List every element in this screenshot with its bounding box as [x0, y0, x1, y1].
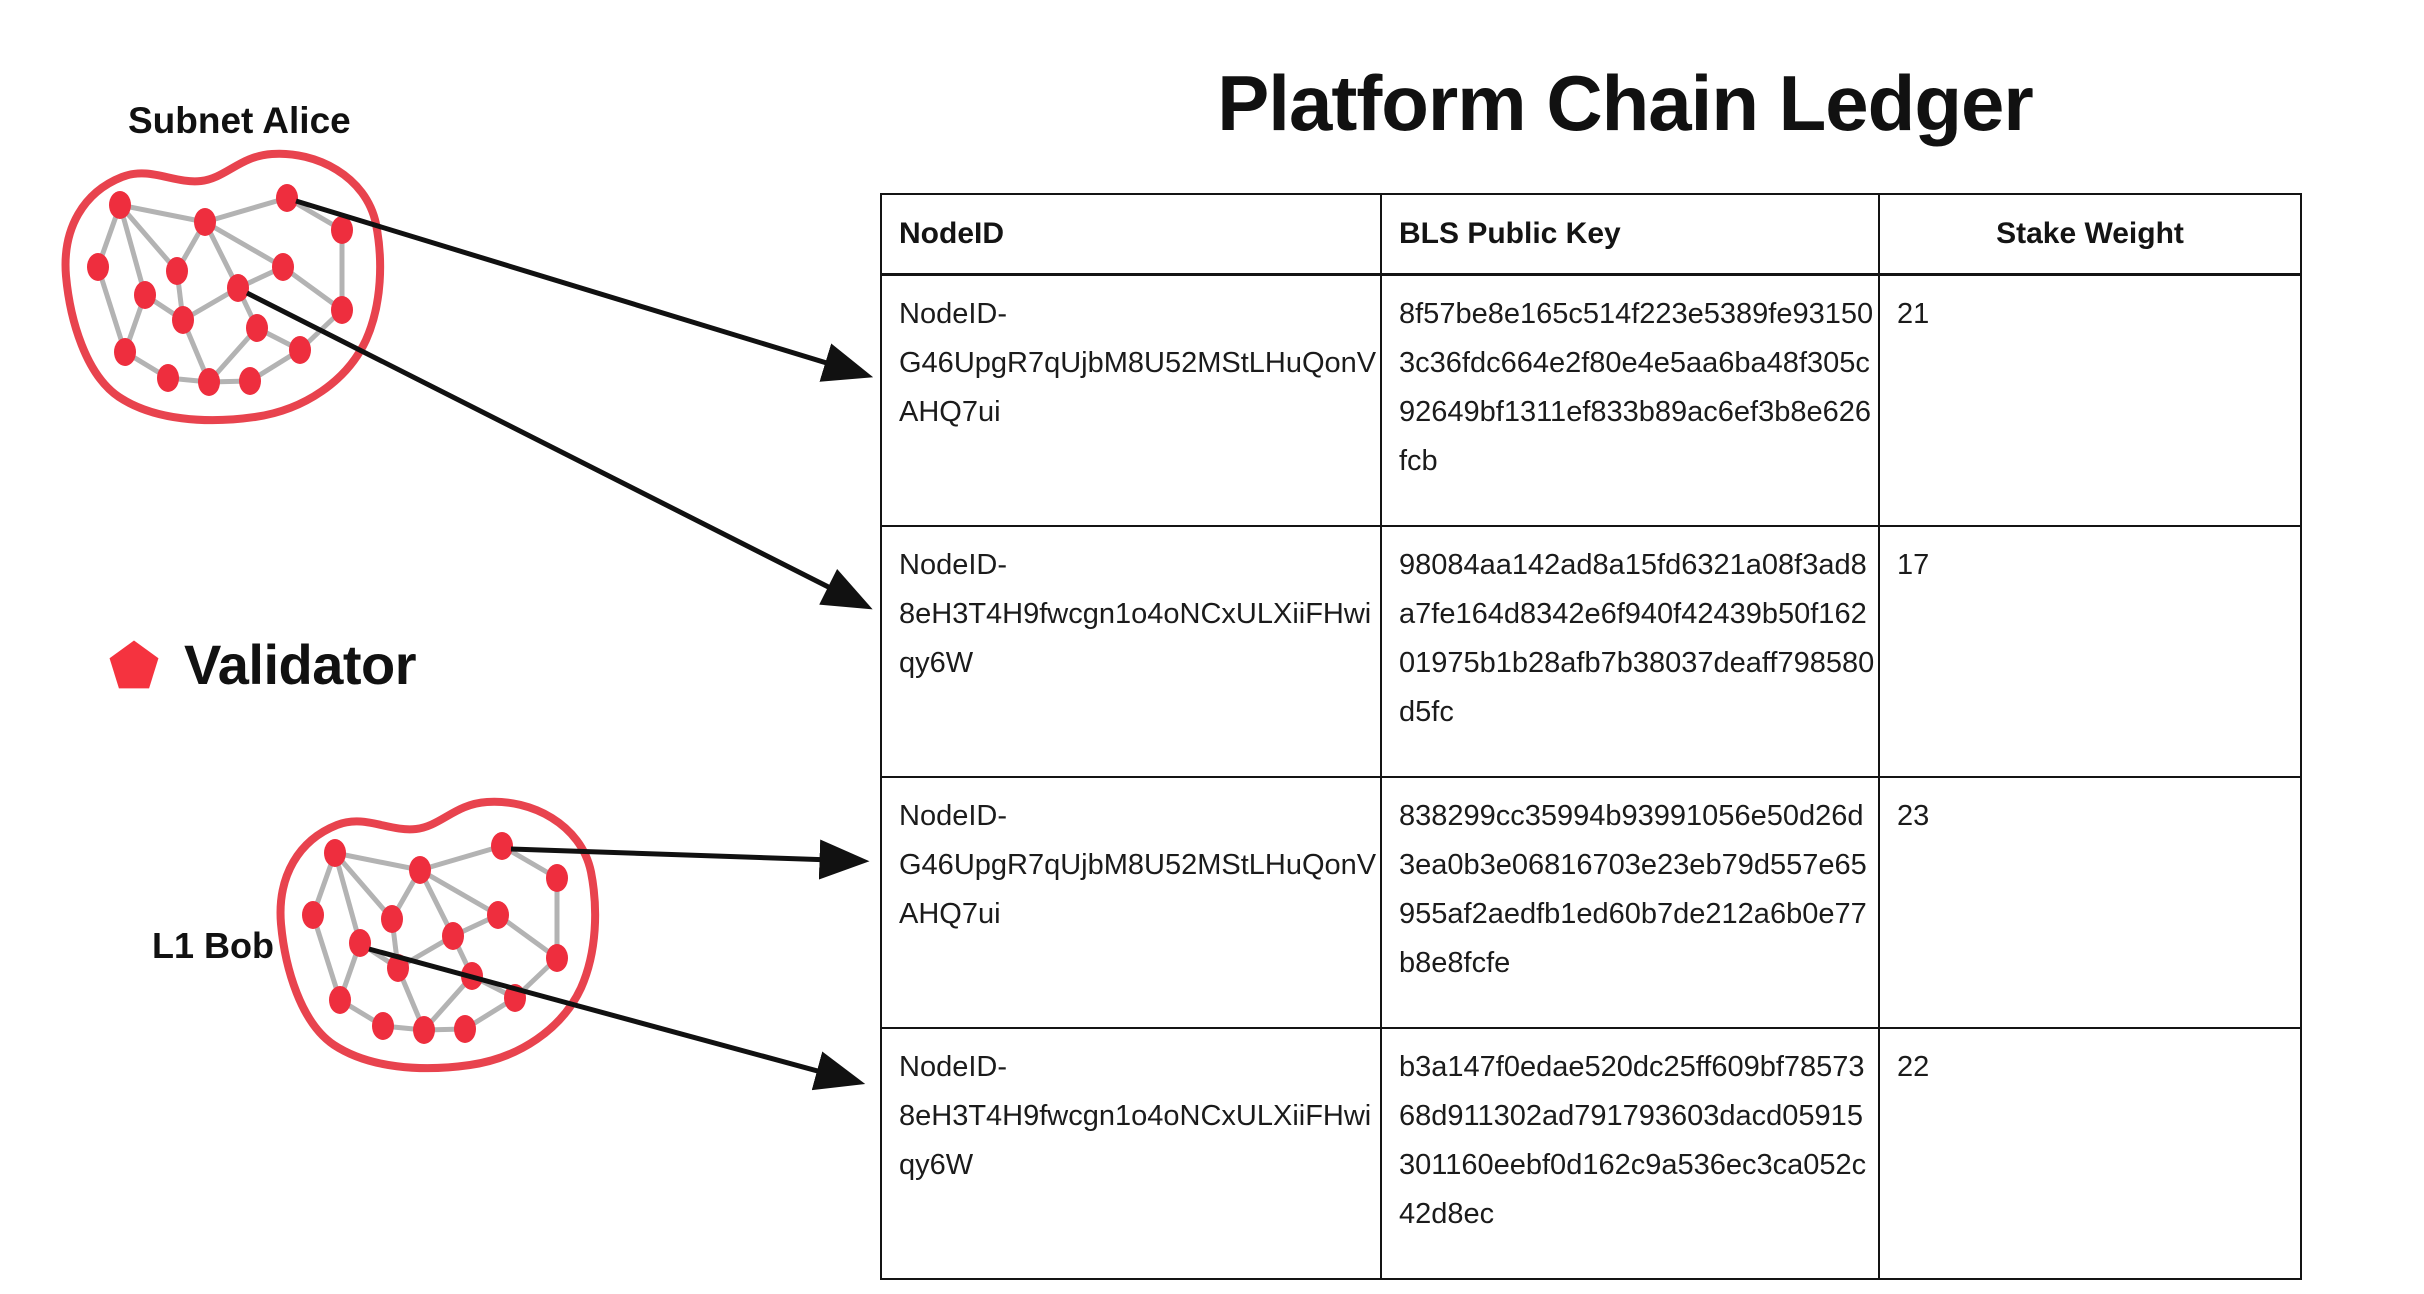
subnet-alice-network — [66, 154, 381, 420]
node-id-cell: NodeID-8eH3T4H9fwcgn1o4oNCxULXiiFHwiqy6W — [880, 525, 1382, 778]
arrow-alice-node-to-row1 — [295, 198, 874, 382]
node-id-cell: NodeID-G46UpgR7qUjbM8U52MStLHuQonVAHQ7ui — [880, 776, 1382, 1029]
stake-weight-cell: 23 — [1878, 776, 2302, 1029]
column-header-nodeid: NodeID — [880, 193, 1382, 276]
bls-public-key-cell: 98084aa142ad8a15fd6321a08f3ad8a7fe164d83… — [1380, 525, 1880, 778]
ledger-row: NodeID-G46UpgR7qUjbM8U52MStLHuQonVAHQ7ui… — [880, 776, 2302, 1029]
arrow-bob-node-to-row3 — [510, 839, 870, 880]
stake-weight-cell: 22 — [1878, 1027, 2302, 1280]
node-id-cell: NodeID-G46UpgR7qUjbM8U52MStLHuQonVAHQ7ui — [880, 273, 1382, 527]
bls-public-key-cell: 838299cc35994b93991056e50d26d3ea0b3e0681… — [1380, 776, 1880, 1029]
validator-legend: Validator — [108, 632, 417, 697]
l1-bob-network — [281, 802, 596, 1068]
ledger-rows: NodeID-G46UpgR7qUjbM8U52MStLHuQonVAHQ7ui… — [880, 273, 2302, 1280]
ledger-row: NodeID-8eH3T4H9fwcgn1o4oNCxULXiiFHwiqy6W… — [880, 1027, 2302, 1280]
validator-legend-label: Validator — [184, 633, 417, 696]
arrow-bob-node-to-row4 — [368, 946, 866, 1091]
l1-bob-label: L1 Bob — [152, 925, 274, 966]
ledger-header-row: NodeID BLS Public Key Stake Weight — [880, 193, 2302, 276]
pentagon-icon — [109, 640, 159, 688]
bls-public-key-cell: 8f57be8e165c514f223e5389fe931503c36fdc66… — [1380, 273, 1880, 527]
stake-weight-cell: 21 — [1878, 273, 2302, 527]
ledger-row: NodeID-8eH3T4H9fwcgn1o4oNCxULXiiFHwiqy6W… — [880, 525, 2302, 778]
page-title: Platform Chain Ledger — [1217, 59, 2033, 147]
stake-weight-cell: 17 — [1878, 525, 2302, 778]
arrow-alice-node-to-row2 — [245, 290, 873, 610]
platform-chain-ledger-table: NodeID BLS Public Key Stake Weight NodeI… — [880, 193, 2302, 1280]
subnet-alice-label: Subnet Alice — [128, 100, 351, 141]
column-header-bls-public-key: BLS Public Key — [1380, 193, 1880, 276]
ledger-row: NodeID-G46UpgR7qUjbM8U52MStLHuQonVAHQ7ui… — [880, 273, 2302, 527]
node-id-cell: NodeID-8eH3T4H9fwcgn1o4oNCxULXiiFHwiqy6W — [880, 1027, 1382, 1280]
column-header-stake-weight: Stake Weight — [1878, 193, 2302, 276]
bls-public-key-cell: b3a147f0edae520dc25ff609bf7857368d911302… — [1380, 1027, 1880, 1280]
